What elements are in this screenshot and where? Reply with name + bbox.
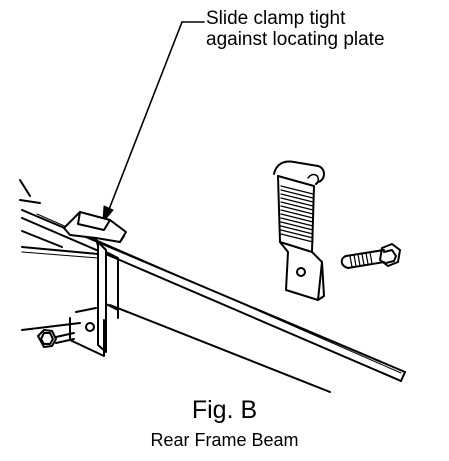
clamp-jaw-ribs — [280, 185, 314, 243]
right-locating-plate — [273, 160, 325, 301]
bolt-threads — [349, 251, 373, 268]
callout-line-2: against locating plate — [206, 29, 385, 50]
figure-title: Fig. B — [191, 396, 258, 424]
figure-subtitle: Rear Frame Beam — [150, 430, 299, 450]
right-bolt — [340, 243, 401, 269]
slide-clamp — [63, 211, 127, 247]
callout-line-1: Slide clamp tight — [206, 8, 346, 29]
callout-text: Slide clamp tight against locating plate — [206, 8, 385, 50]
callout-leader-arrow — [102, 21, 205, 223]
left-locating-plate — [69, 241, 119, 357]
left-bolt-nut — [37, 329, 75, 348]
rear-frame-beam — [19, 179, 406, 393]
